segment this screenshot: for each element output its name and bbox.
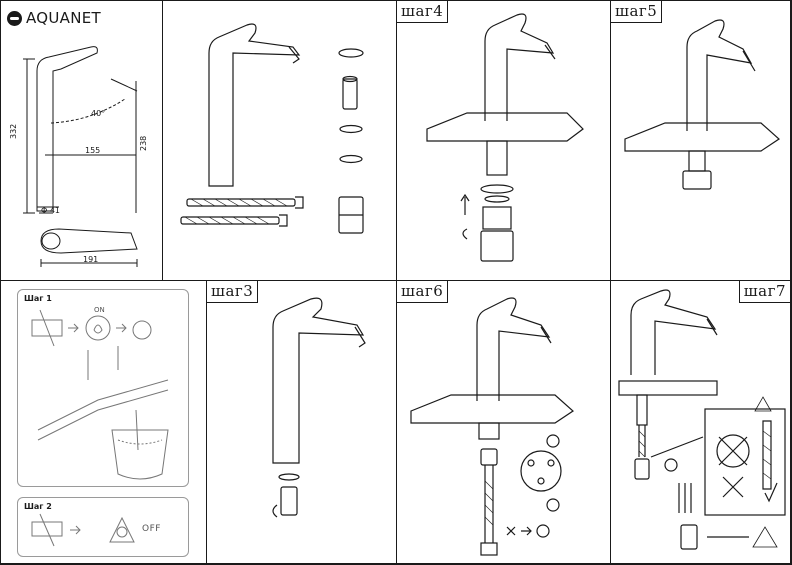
- shutoff-cell: Шаг 1 ON: [1, 281, 207, 564]
- step2-panel: Шаг 2 OFF: [17, 497, 189, 557]
- step4-drawing: [426, 13, 584, 262]
- step2-drawing: [31, 513, 135, 547]
- parts-cell: [163, 1, 397, 281]
- step4-cell: шаг4: [397, 1, 611, 281]
- step1-title: Шаг 1: [24, 294, 52, 303]
- step3-cell: шаг3: [207, 281, 397, 564]
- step5-label: шаг5: [611, 1, 663, 23]
- step1-drawing: [31, 309, 169, 480]
- step1-panel: Шаг 1 ON: [17, 289, 189, 487]
- dim-spout-reach: 155: [85, 146, 101, 155]
- step3-drawing: [272, 297, 366, 518]
- step7-drawing: [618, 289, 786, 550]
- off-label: OFF: [142, 524, 161, 534]
- dim-spout-height: 238: [139, 135, 148, 151]
- step5-cell: шаг5: [611, 1, 791, 281]
- step7-label: шаг7: [738, 281, 790, 303]
- dim-angle: 40°: [91, 109, 106, 118]
- dimensions-cell: AQUANET: [1, 1, 163, 281]
- on-label: ON: [94, 306, 105, 314]
- step7-cell: шаг7: [611, 281, 791, 564]
- step4-label: шаг4: [397, 1, 449, 23]
- dim-base-diameter: Φ 41: [41, 206, 61, 215]
- parts-drawing: [180, 23, 364, 234]
- dimension-drawing: [23, 46, 138, 267]
- brand-logo-block: AQUANET: [7, 9, 101, 27]
- step6-cell: шаг6: [397, 281, 611, 564]
- step6-label: шаг6: [397, 281, 449, 303]
- brand-name: AQUANET: [26, 9, 102, 27]
- step3-label: шаг3: [207, 281, 259, 303]
- dim-height-total: 332: [9, 123, 18, 139]
- step2-title: Шаг 2: [24, 502, 52, 511]
- step5-drawing: [624, 19, 780, 190]
- step6-drawing: [410, 297, 574, 556]
- dim-length: 191: [83, 255, 99, 264]
- brand-mark-icon: [7, 10, 22, 26]
